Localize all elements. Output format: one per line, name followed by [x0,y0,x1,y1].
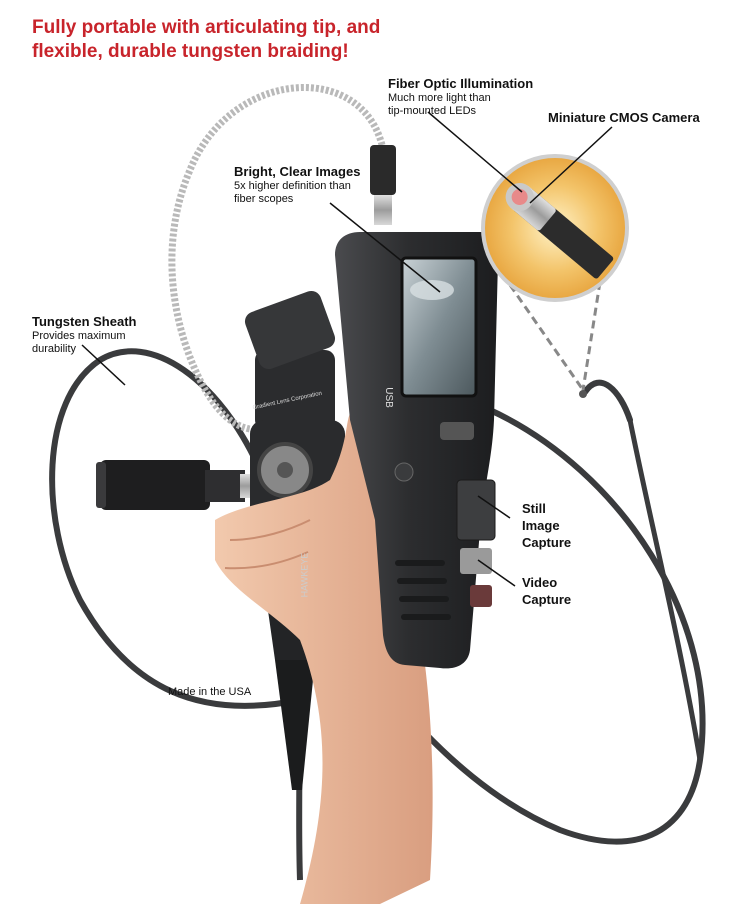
bright-images-callout: Bright, Clear Images 5x higher definitio… [234,164,360,206]
control-button [440,422,474,440]
braided-cable [168,84,386,434]
still-image-callout: Still Image Capture [522,500,571,551]
still-image-button [456,479,496,541]
bright-images-sub2: fiber scopes [234,193,294,205]
lcd-screen [400,256,478,398]
light-source [96,460,254,510]
bright-images-sub1: 5x higher definition than [234,180,351,192]
tungsten-sub2: durability [32,343,77,355]
headline: Fully portable with articulating tip, an… [32,16,492,64]
fiber-optic-title: Fiber Optic Illumination [388,76,534,91]
tungsten-callout: Tungsten Sheath Provides maximum durabil… [32,314,136,356]
video-capture-callout: Video Capture [522,574,571,608]
still-line-2: Image [522,518,560,533]
cmos-title: Miniature CMOS Camera [548,110,700,125]
headline-line-1: Fully portable with articulating tip, an… [32,17,381,38]
video-line-1: Video [522,575,558,590]
usb-label: USB [382,387,394,408]
still-line-3: Capture [522,535,572,550]
bright-images-title: Bright, Clear Images [234,164,361,179]
fiber-optic-sub2: tip-mounted LEDs [388,105,477,117]
tungsten-title: Tungsten Sheath [32,314,137,329]
fiber-optic-callout: Fiber Optic Illumination Much more light… [388,76,533,118]
video-line-2: Capture [522,592,572,607]
fiber-optic-sub1: Much more light than [388,92,491,104]
camera-magnifier [481,154,629,391]
still-line-1: Still [522,501,546,516]
video-capture-button [460,548,492,574]
tungsten-sub1: Provides maximum [32,330,126,342]
made-in-usa: Made in the USA [168,686,252,698]
pointer-lines [81,111,613,587]
headline-line-2: flexible, durable tungsten braiding! [32,41,349,62]
fiber-connector [370,145,396,195]
articulating-tip [582,379,633,423]
cmos-callout: Miniature CMOS Camera [548,110,700,126]
display-unit [335,232,499,669]
brand-label: HAWKEYE [299,552,310,598]
